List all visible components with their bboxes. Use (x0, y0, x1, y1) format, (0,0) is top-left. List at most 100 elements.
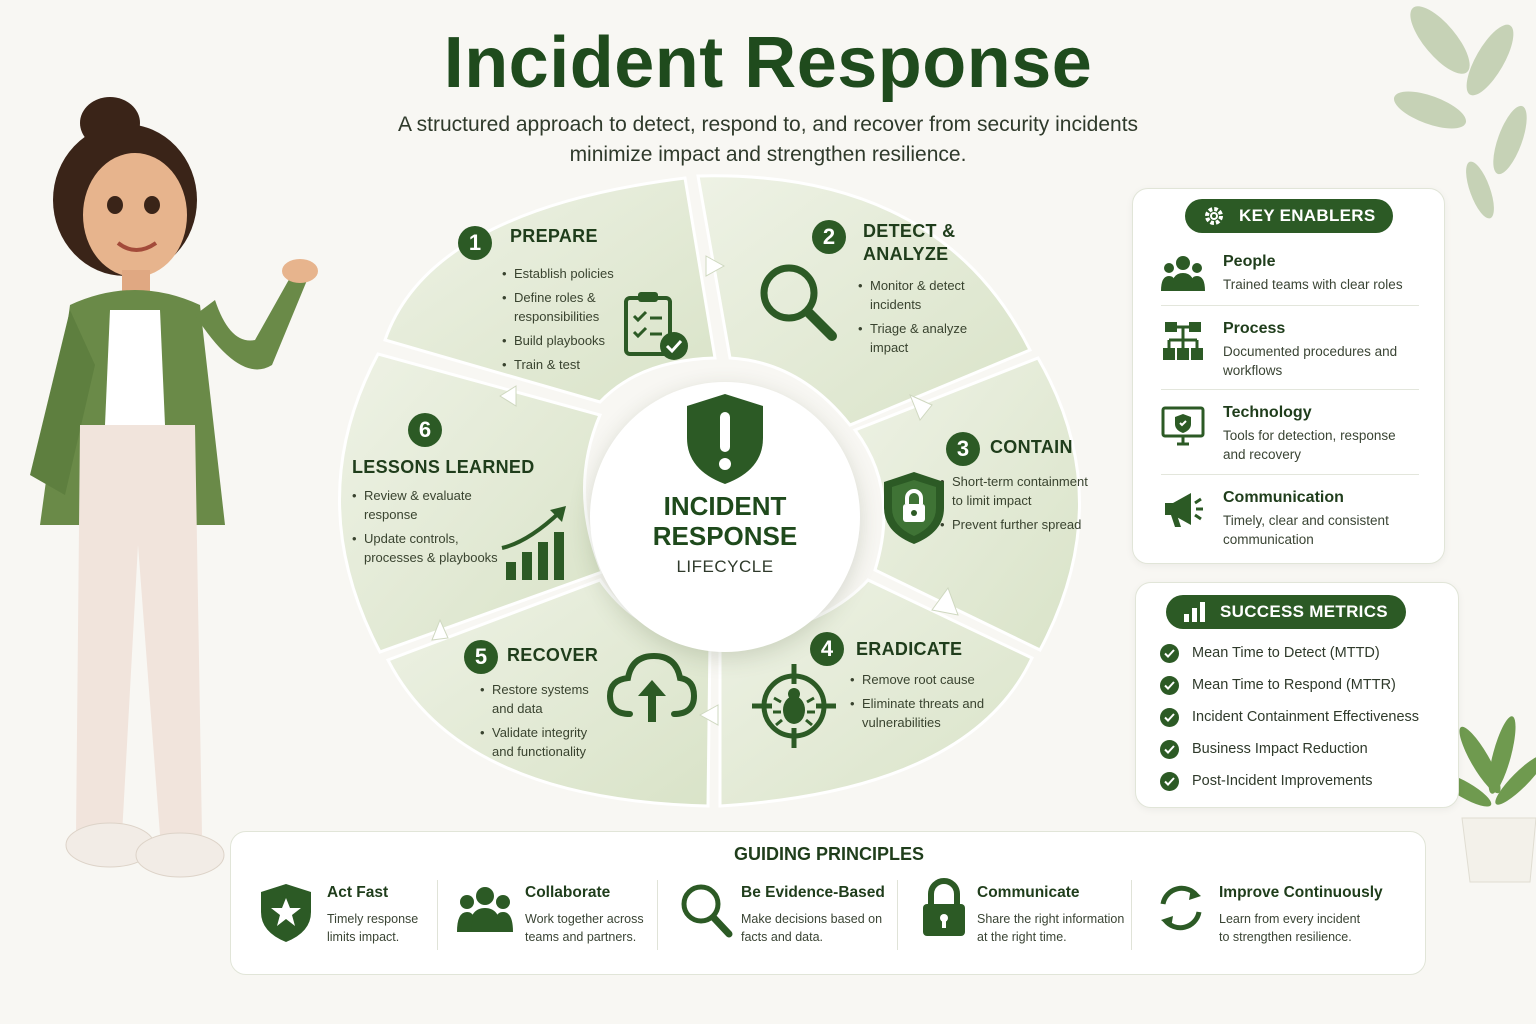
separator (657, 880, 658, 950)
step-recover: 5 RECOVER Restore systems and data Valid… (464, 640, 664, 766)
enabler-communication: Communication Timely, clear and consiste… (1161, 489, 1419, 569)
arrow-6-1 (499, 385, 517, 407)
step-prepare: 1 PREPARE Establish policies Define role… (458, 226, 758, 379)
subtitle-line-1: A structured approach to detect, respond… (397, 113, 1139, 136)
step-bullet: Restore systems and data (480, 680, 600, 718)
lock-icon (923, 878, 965, 936)
center-subtitle: LIFECYCLE (676, 557, 774, 576)
arrow-1-2 (705, 255, 726, 277)
enabler-name: Communication (1223, 489, 1344, 506)
principle-act-fast: Act Fast Timely response limits impact. (259, 880, 439, 960)
step-bullet: Prevent further spread (940, 515, 1092, 534)
bar-chart-icon (1184, 602, 1206, 622)
step-number: 3 (946, 432, 980, 466)
metric-label: Mean Time to Respond (MTTR) (1192, 677, 1396, 693)
cloud-upload-icon (606, 652, 698, 722)
enabler-desc: Tools for detection, response and recove… (1223, 428, 1396, 462)
success-metrics-header: SUCCESS METRICS (1166, 595, 1406, 629)
principle-collaborate: Collaborate Work together across teams a… (457, 880, 657, 960)
guiding-principles-panel: GUIDING PRINCIPLES Act Fast Timely respo… (230, 831, 1426, 975)
presenter-illustration (30, 97, 318, 878)
check-icon (1160, 675, 1179, 695)
enabler-name: People (1223, 253, 1276, 270)
check-icon (1160, 771, 1179, 791)
subtitle-line-2: minimize impact and strengthen resilienc… (569, 143, 967, 166)
principle-desc: Timely response limits impact. (327, 912, 419, 944)
step-title: LESSONS LEARNED (352, 457, 535, 477)
check-icon (1160, 739, 1179, 759)
monitor-shield-icon (1161, 406, 1205, 446)
search-icon (681, 884, 733, 938)
metric-item: Mean Time to Respond (MTTR) (1160, 673, 1396, 697)
metric-label: Mean Time to Detect (MTTD) (1192, 645, 1380, 661)
refresh-cycle-icon (1160, 885, 1202, 931)
step-bullet: Update controls, processes & playbooks (352, 529, 502, 567)
enabler-desc: Documented procedures and workflows (1223, 344, 1398, 378)
step-title-line-2: ANALYZE (863, 244, 949, 264)
megaphone-icon (1165, 493, 1203, 527)
step-bullet: Build playbooks (502, 331, 622, 350)
step-eradicate: 4 ERADICATE Remove root cause Eliminate … (810, 632, 1010, 737)
separator (897, 880, 898, 950)
metric-item: Post-Incident Improvements (1160, 769, 1373, 793)
step-bullet: Train & test (502, 355, 622, 374)
shield-alert-icon (687, 394, 763, 484)
bug-target-icon (752, 664, 836, 748)
enabler-desc: Timely, clear and consistent communicati… (1223, 513, 1389, 547)
enabler-desc: Trained teams with clear roles (1223, 277, 1403, 292)
principle-communicate: Communicate Share the right information … (921, 878, 1141, 960)
step-lessons-learned: 6 LESSONS LEARNED Review & evaluate resp… (352, 413, 552, 572)
plant-leaves-decoration (1393, 6, 1527, 219)
metric-item: Incident Containment Effectiveness (1160, 705, 1419, 729)
step-bullet: Eliminate threats and vulnerabilities (850, 694, 990, 732)
principle-name: Collaborate (525, 884, 611, 901)
success-metrics-panel: SUCCESS METRICS Mean Time to Detect (MTT… (1135, 582, 1459, 808)
step-bullet: Validate integrity and functionality (480, 723, 600, 761)
enabler-name: Process (1223, 320, 1286, 337)
team-icon (457, 887, 513, 932)
metric-item: Mean Time to Detect (MTTD) (1160, 641, 1380, 665)
center-title-line-1: INCIDENT (663, 491, 787, 521)
arrow-3-4 (931, 586, 959, 616)
key-enablers-panel: KEY ENABLERS People Trained teams with c… (1132, 188, 1445, 564)
arrow-5-6 (431, 618, 449, 641)
potted-plant-decoration (1440, 716, 1536, 883)
step-title: RECOVER (507, 645, 599, 665)
step-bullet: Short-term containment to limit impact (940, 472, 1092, 510)
process-flow-icon (1163, 322, 1203, 360)
check-icon (1160, 643, 1179, 663)
incident-response-lifecycle: 1 PREPARE Establish policies Define role… (320, 170, 1110, 820)
step-bullet: Triage & analyze impact (858, 319, 988, 357)
key-enablers-title: KEY ENABLERS (1239, 206, 1376, 225)
arrow-4-5 (698, 704, 719, 726)
metric-label: Incident Containment Effectiveness (1192, 709, 1420, 725)
center-title-line-2: RESPONSE (652, 521, 798, 551)
check-icon (1160, 707, 1179, 727)
step-number: 2 (812, 220, 846, 254)
metric-item: Business Impact Reduction (1160, 737, 1368, 761)
principle-desc: Share the right information at the right… (977, 912, 1125, 944)
arrow-2-3 (909, 394, 933, 421)
page-title: Incident Response (443, 23, 1093, 103)
step-bullet: Establish policies (502, 264, 622, 283)
magnifier-icon (760, 264, 837, 341)
step-number: 6 (408, 413, 442, 447)
growth-chart-icon (501, 506, 566, 580)
divider (1161, 305, 1419, 306)
separator (437, 880, 438, 950)
principle-evidence-based: Be Evidence-Based Make decisions based o… (679, 880, 899, 960)
step-number: 1 (458, 226, 492, 260)
step-title: DETECT & ANALYZE (863, 220, 955, 266)
enabler-name: Technology (1223, 404, 1312, 421)
principle-desc: Make decisions based on facts and data. (741, 912, 883, 944)
principle-name: Be Evidence-Based (741, 884, 885, 901)
shield-star-icon (261, 884, 311, 942)
step-contain: 3 CONTAIN Short-term containment to limi… (940, 432, 1106, 539)
clipboard-check-icon (624, 292, 688, 360)
gear-icon (1203, 205, 1225, 227)
step-bullet: Monitor & detect incidents (858, 276, 988, 314)
principle-name: Improve Continuously (1219, 884, 1383, 901)
step-bullet: Review & evaluate response (352, 486, 502, 524)
step-bullet: Remove root cause (850, 670, 990, 689)
step-number: 4 (810, 632, 844, 666)
